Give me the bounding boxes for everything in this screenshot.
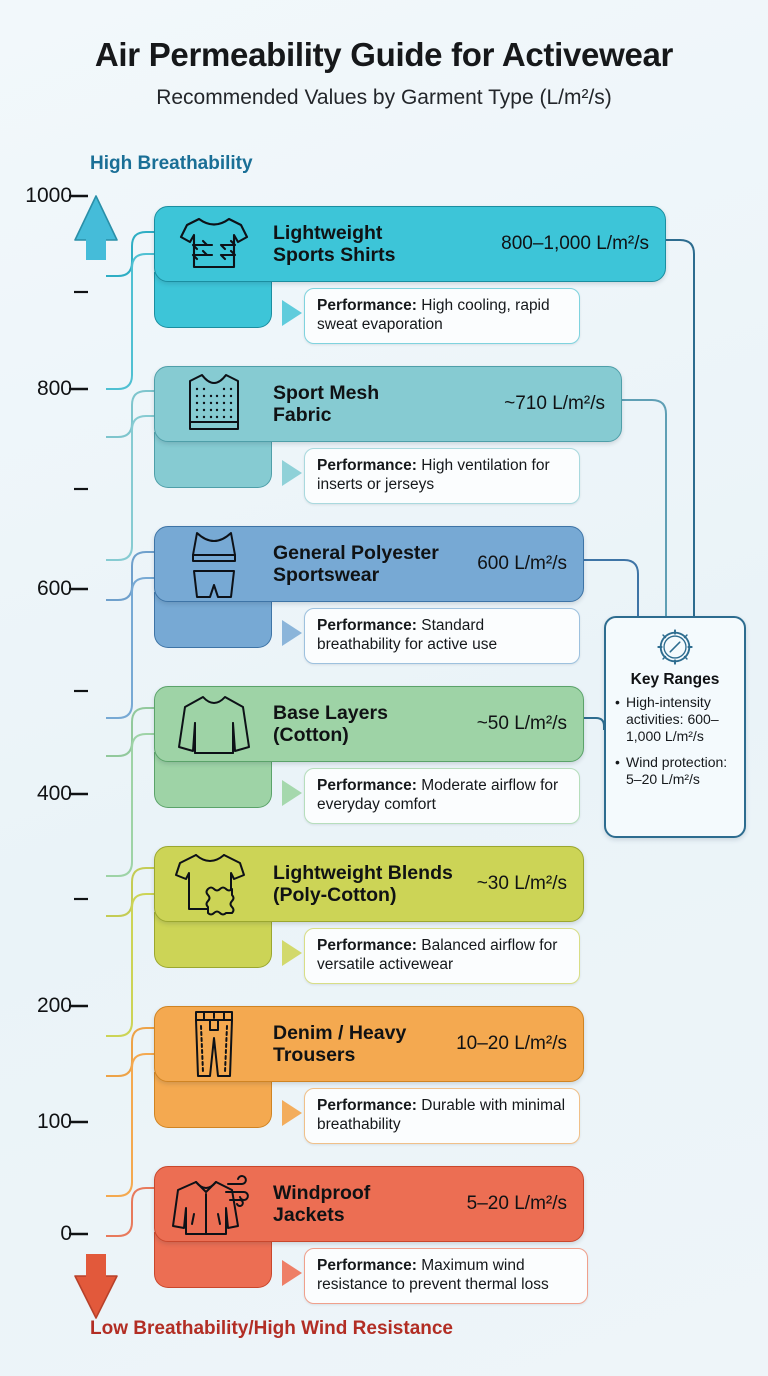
card-header[interactable]: Base Layers (Cotton) ~50 L/m²/s (154, 686, 584, 762)
performance-note: Performance: High cooling, rapid sweat e… (304, 288, 580, 344)
performance-arrow-icon (282, 620, 302, 646)
tshirt-airflow-icon (155, 207, 273, 281)
axis-bottom-label: Low Breathability/High Wind Resistance (90, 1318, 453, 1339)
performance-label: Performance: (317, 297, 417, 314)
card-title: Windproof Jackets (273, 1182, 467, 1226)
compass-icon (615, 626, 735, 668)
tick-label-200: 200 (36, 994, 72, 1017)
key-ranges-panel[interactable]: Key Ranges High-intensity activities: 60… (604, 616, 746, 838)
card-title: General Polyester Sportswear (273, 542, 477, 586)
card-title: Lightweight Blends (Poly-Cotton) (273, 862, 477, 906)
performance-arrow-icon (282, 780, 302, 806)
performance-arrow-icon (282, 460, 302, 486)
performance-note: Performance: Standard breathability for … (304, 608, 580, 664)
mesh-tank-icon (155, 367, 273, 441)
sports-bra-shorts-icon (155, 527, 273, 601)
card-header[interactable]: Sport Mesh Fabric ~710 L/m²/s (154, 366, 622, 442)
key-ranges-item: High-intensity activities: 600–1,000 L/m… (615, 694, 735, 745)
performance-text: High cooling, rapid sweat evaporation (317, 297, 550, 334)
card-title-line1: Lightweight (273, 221, 383, 244)
card-header[interactable]: Windproof Jackets 5–20 L/m²/s (154, 1166, 584, 1242)
performance-note: Performance: Moderate airflow for everyd… (304, 768, 580, 824)
performance-note: Performance: Maximum wind resistance to … (304, 1248, 588, 1304)
tick-label-800: 800 (36, 377, 72, 400)
tick-label-100: 100 (36, 1110, 72, 1133)
card-header[interactable]: Lightweight Sports Shirts 800–1,000 L/m²… (154, 206, 666, 282)
performance-note: Performance: Balanced airflow for versat… (304, 928, 580, 984)
card-value: 600 L/m²/s (477, 553, 567, 574)
tick-label-400: 400 (36, 782, 72, 805)
performance-text: Moderate airflow for everyday comfort (317, 777, 559, 814)
performance-text: Balanced airflow for versatile activewea… (317, 937, 558, 974)
card-title: Lightweight Sports Shirts (273, 222, 501, 266)
card-title-line2: (Poly-Cotton) (273, 884, 397, 906)
performance-label: Performance: (317, 617, 417, 634)
tick-label-1000: 1000 (25, 184, 72, 207)
card-title-line2: Trousers (273, 1044, 356, 1066)
tick-label-600: 600 (36, 577, 72, 600)
performance-note: Performance: High ventilation for insert… (304, 448, 580, 504)
card-title-line2: Jackets (273, 1204, 345, 1226)
card-title-line2: Sports Shirts (273, 244, 396, 266)
card-title-line2: Fabric (273, 404, 332, 426)
performance-label: Performance: (317, 457, 417, 474)
key-ranges-title: Key Ranges (630, 671, 720, 688)
performance-arrow-icon (282, 1260, 302, 1286)
card-header[interactable]: General Polyester Sportswear 600 L/m²/s (154, 526, 584, 602)
card-title-line2: (Cotton) (273, 724, 349, 746)
performance-label: Performance: (317, 1257, 417, 1274)
card-value: ~50 L/m²/s (476, 713, 567, 734)
card-title-line1: Windproof (273, 1181, 371, 1204)
card-value: 10–20 L/m²/s (456, 1033, 567, 1054)
axis-top-label: High Breathability (90, 153, 253, 174)
card-title-line1: Base Layers (273, 701, 388, 724)
card-title: Sport Mesh Fabric (273, 382, 504, 426)
card-title-line1: Lightweight Blends (273, 861, 453, 884)
tshirt-swatch-icon (155, 847, 273, 921)
card-title-line2: Sportswear (273, 564, 380, 586)
card-value: 800–1,000 L/m²/s (501, 233, 649, 254)
card-title: Base Layers (Cotton) (273, 702, 477, 746)
performance-label: Performance: (317, 1097, 417, 1114)
card-header[interactable]: Lightweight Blends (Poly-Cotton) ~30 L/m… (154, 846, 584, 922)
key-ranges-list: High-intensity activities: 600–1,000 L/m… (615, 694, 735, 788)
card-title-line1: Denim / Heavy (273, 1021, 407, 1044)
performance-text: Durable with minimal breathability (317, 1097, 566, 1134)
performance-text: Standard breathability for active use (317, 617, 498, 654)
windproof-jacket-icon (155, 1167, 273, 1241)
performance-text: Maximum wind resistance to prevent therm… (317, 1257, 549, 1294)
card-header[interactable]: Denim / Heavy Trousers 10–20 L/m²/s (154, 1006, 584, 1082)
performance-arrow-icon (282, 1100, 302, 1126)
long-sleeve-shirt-icon (155, 687, 273, 761)
performance-note: Performance: Durable with minimal breath… (304, 1088, 580, 1144)
card-value: ~30 L/m²/s (476, 873, 567, 894)
key-ranges-item: Wind protection: 5–20 L/m²/s (615, 754, 735, 788)
performance-label: Performance: (317, 937, 417, 954)
card-title-line1: Sport Mesh (273, 381, 380, 404)
performance-label: Performance: (317, 777, 417, 794)
page-title: Air Permeability Guide for Activewear (94, 36, 674, 73)
page-subtitle: Recommended Values by Garment Type (L/m²… (156, 86, 612, 109)
card-value: ~710 L/m²/s (504, 393, 605, 414)
trousers-icon (155, 1007, 273, 1081)
tick-label-0: 0 (60, 1222, 72, 1245)
card-title-line1: General Polyester (273, 541, 439, 564)
performance-text: High ventilation for inserts or jerseys (317, 457, 550, 494)
card-value: 5–20 L/m²/s (466, 1193, 567, 1214)
performance-arrow-icon (282, 300, 302, 326)
performance-arrow-icon (282, 940, 302, 966)
card-title: Denim / Heavy Trousers (273, 1022, 456, 1066)
